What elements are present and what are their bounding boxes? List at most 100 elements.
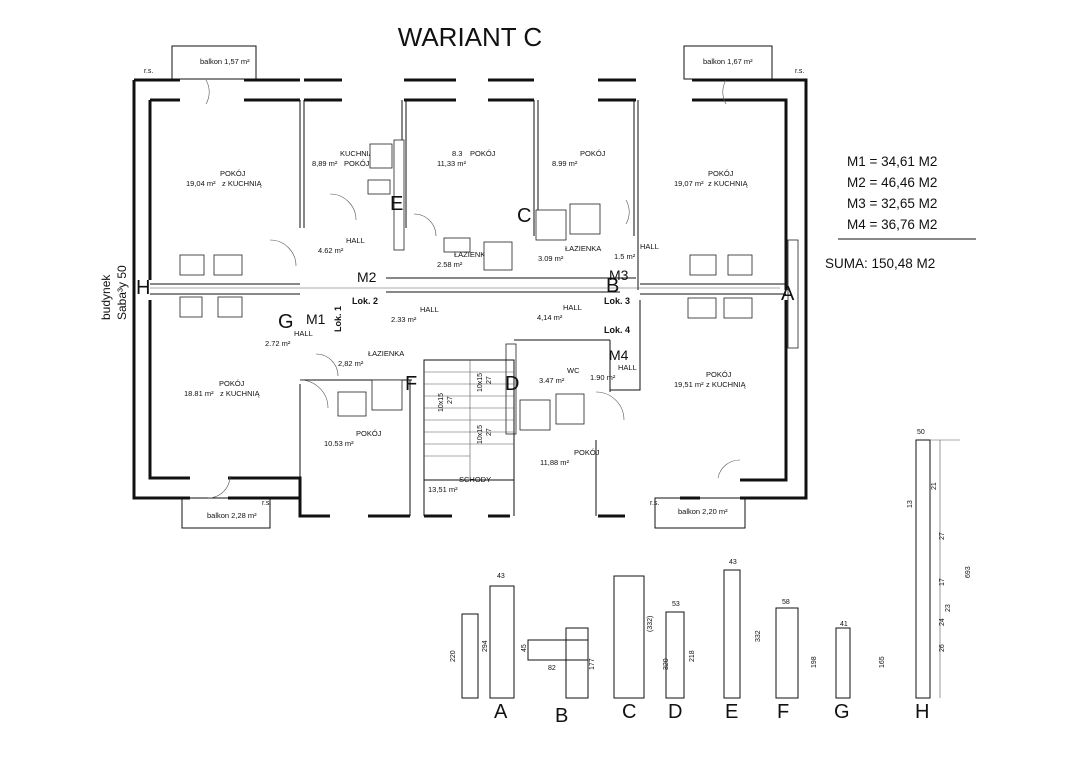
dim-label: 294 — [482, 640, 489, 652]
room-area: 8,89 m² — [312, 159, 338, 168]
room-name: POKÓJ — [580, 149, 606, 158]
dim-label: 23 — [945, 604, 952, 612]
room-name: HALL — [346, 236, 365, 245]
room-prefix: 8.3 — [452, 149, 462, 158]
building-label: budynek — [99, 274, 113, 320]
room-name: ŁAZIENKA — [368, 349, 404, 358]
room-area: 2.58 m² — [437, 260, 463, 269]
section-mark-b: B — [606, 275, 619, 297]
local-label-3: Lok. 3 — [604, 296, 630, 306]
dim-label: 13 — [907, 500, 914, 508]
room-area: 10.53 m² — [324, 439, 354, 448]
room-area: 4.62 m² — [318, 246, 344, 255]
elevation-letter-a: A — [494, 701, 508, 723]
dim-label: 165 — [879, 656, 886, 668]
dim-label: 53 — [672, 601, 680, 608]
room-labels: POKÓJ 19,04 m² z KUCHNIĄ KUCHNIA 8,89 m²… — [184, 149, 749, 494]
dim-label: 43 — [497, 573, 505, 580]
plan-title: WARIANT C — [398, 22, 542, 52]
fixtures — [179, 139, 799, 435]
elevation-c — [613, 575, 645, 699]
balcony-bottom-left — [181, 497, 271, 529]
elevation-f — [775, 607, 799, 699]
area-m1: M1 = 34,61 M2 — [847, 154, 937, 169]
section-marks: A B C D E F G H — [136, 193, 795, 395]
room-area: 2,82 m² — [338, 359, 364, 368]
dim-label: 58 — [782, 599, 790, 606]
room-name: HALL — [618, 363, 637, 372]
dim-label: 220 — [450, 650, 457, 662]
room-name: POKÓJ — [706, 370, 732, 379]
dim-label: 27 — [939, 532, 946, 540]
section-mark-a: A — [781, 283, 795, 305]
stair-label: 27 — [447, 396, 454, 404]
elevation-details: 43 220 294 A 45 82 177 B (332) C 53 320 … — [450, 429, 972, 727]
room-area: 19,07 m² — [674, 179, 704, 188]
room-name: POKÓJ — [470, 149, 496, 158]
dim-label: 332 — [755, 630, 762, 642]
room-area: 19,51 m² — [674, 380, 704, 389]
dim-label: 45 — [521, 644, 528, 652]
balcony-top-left — [171, 45, 257, 80]
room-note: z KUCHNIĄ — [220, 389, 261, 398]
room-name: POKÓJ — [708, 169, 734, 178]
local-label-2: Lok. 2 — [352, 296, 378, 306]
elevation-d — [665, 611, 685, 699]
stair-label: 10x15 — [438, 393, 445, 412]
area-total: SUMA: 150,48 M2 — [825, 256, 935, 271]
room-name: HALL — [294, 329, 313, 338]
room-name: POKÓJ — [220, 169, 246, 178]
room-name: ŁAZIENKA — [565, 244, 601, 253]
room-name: POKÓJ — [219, 379, 245, 388]
dim-label: 693 — [965, 566, 972, 578]
room-area: 3.09 m² — [538, 254, 564, 263]
dim-label: 17 — [939, 578, 946, 586]
stair-label: 10x15 — [477, 373, 484, 392]
balcony-top-left-label: balkon 1,57 m² — [200, 57, 250, 66]
room-area: 1.5 m² — [614, 252, 636, 261]
room-name: HALL — [563, 303, 582, 312]
elevation-e — [723, 569, 741, 699]
elevation-b — [565, 627, 589, 699]
area-m2: M2 = 46,46 M2 — [847, 175, 937, 190]
room-name: HALL — [420, 305, 439, 314]
room-note: z KUCHNIĄ — [708, 179, 749, 188]
elevation-letter-f: F — [777, 701, 789, 723]
room-area: 1.90 m² — [590, 373, 616, 382]
dim-label: 320 — [663, 658, 670, 670]
dim-label: 43 — [729, 559, 737, 566]
elevation-letter-c: C — [622, 701, 636, 723]
dim-label: 50 — [917, 429, 925, 436]
room-note: POKÓJ — [344, 159, 370, 168]
building-street: Saba³y 50 — [115, 265, 129, 320]
dim-label: 41 — [840, 621, 848, 628]
local-label-4: Lok. 4 — [604, 325, 630, 335]
elevation-letter-h: H — [915, 701, 929, 723]
room-name: KUCHNIA — [340, 149, 374, 158]
room-name: ŁAZIENKA — [454, 250, 490, 259]
dim-label: 24 — [939, 618, 946, 626]
section-mark-e: E — [390, 193, 403, 215]
local-label-1: Lok. 1 — [333, 306, 343, 332]
stair-label: 27 — [486, 376, 493, 384]
rs-label-1: r.s. — [144, 68, 153, 75]
balcony-bottom-left-label: balkon 2,28 m² — [207, 511, 257, 520]
section-mark-g: G — [278, 311, 294, 333]
elevation-letter-g: G — [834, 701, 850, 723]
dim-label: 26 — [939, 644, 946, 652]
dim-label: 21 — [931, 482, 938, 490]
area-summary: M1 = 34,61 M2 M2 = 46,46 M2 M3 = 32,65 M… — [825, 154, 976, 271]
elevation-g — [835, 627, 851, 699]
dim-label: 177 — [589, 658, 596, 670]
room-area: 2.72 m² — [265, 339, 291, 348]
area-m4: M4 = 36,76 M2 — [847, 217, 937, 232]
stair-label: 27 — [486, 428, 493, 436]
room-area: 11,33 m² — [437, 159, 467, 168]
room-area: 4,14 m² — [537, 313, 563, 322]
rs-label-4: r.s. — [650, 500, 659, 507]
rs-label-3: r.s. — [262, 500, 271, 507]
dim-label: 218 — [689, 650, 696, 662]
unit-labels: M1 M2 M3 M4 Lok. 1 Lok. 2 Lok. 3 Lok. 4 — [306, 267, 630, 363]
unit-mark-m4: M4 — [609, 347, 629, 363]
